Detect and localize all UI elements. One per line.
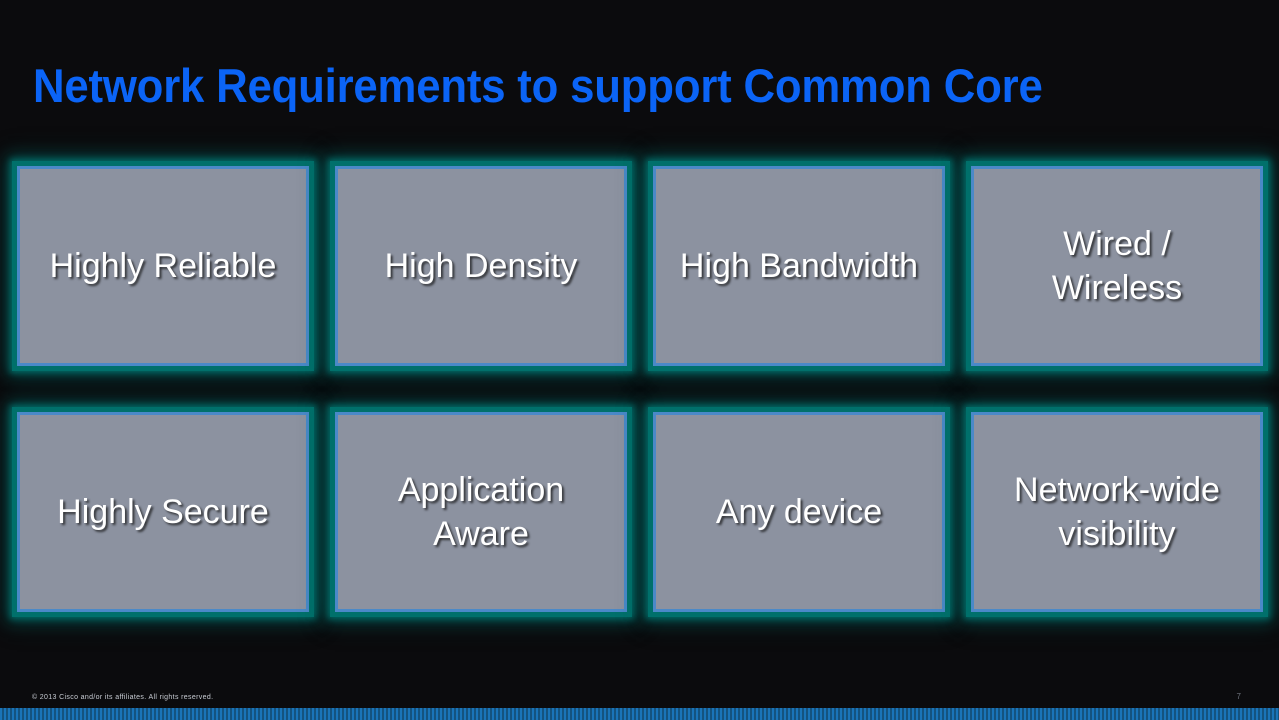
feature-cell-application-aware[interactable]: Application Aware bbox=[335, 412, 627, 612]
feature-cell-network-wide-visibility[interactable]: Network-wide visibility bbox=[971, 412, 1263, 612]
page-title: Network Requirements to support Common C… bbox=[33, 59, 1043, 112]
feature-label: Highly Reliable bbox=[49, 247, 277, 285]
page-number: 7 bbox=[1236, 692, 1241, 701]
feature-box[interactable]: Highly Secure bbox=[17, 412, 309, 612]
feature-label: High Density bbox=[384, 247, 578, 285]
feature-box[interactable]: Wired / Wireless bbox=[971, 166, 1263, 366]
feature-cell-high-density[interactable]: High Density bbox=[335, 166, 627, 366]
feature-box[interactable]: Any device bbox=[653, 412, 945, 612]
footer-copyright: © 2013 Cisco and/or its affiliates. All … bbox=[32, 694, 214, 701]
feature-box[interactable]: Application Aware bbox=[335, 412, 627, 612]
feature-row-1: Highly Reliable High Density High Bandwi… bbox=[0, 166, 1279, 366]
feature-cell-high-bandwidth[interactable]: High Bandwidth bbox=[653, 166, 945, 366]
feature-cell-highly-secure[interactable]: Highly Secure bbox=[17, 412, 309, 612]
feature-box[interactable]: Network-wide visibility bbox=[971, 412, 1263, 612]
feature-box[interactable]: High Bandwidth bbox=[653, 166, 945, 366]
feature-cell-highly-reliable[interactable]: Highly Reliable bbox=[17, 166, 309, 366]
feature-box[interactable]: High Density bbox=[335, 166, 627, 366]
feature-label: High Bandwidth bbox=[679, 247, 919, 285]
feature-cell-any-device[interactable]: Any device bbox=[653, 412, 945, 612]
feature-cell-wired-wireless[interactable]: Wired / Wireless bbox=[971, 166, 1263, 366]
feature-label: Highly Secure bbox=[57, 493, 269, 531]
feature-label: Application Aware bbox=[397, 471, 565, 553]
feature-row-2: Highly Secure Application Aware Any devi… bbox=[0, 412, 1279, 612]
feature-label: Wired / Wireless bbox=[1051, 225, 1183, 307]
feature-box[interactable]: Highly Reliable bbox=[17, 166, 309, 366]
feature-label: Network-wide visibility bbox=[1014, 471, 1220, 553]
feature-label: Any device bbox=[715, 493, 883, 531]
bottom-accent-bar bbox=[0, 708, 1279, 720]
